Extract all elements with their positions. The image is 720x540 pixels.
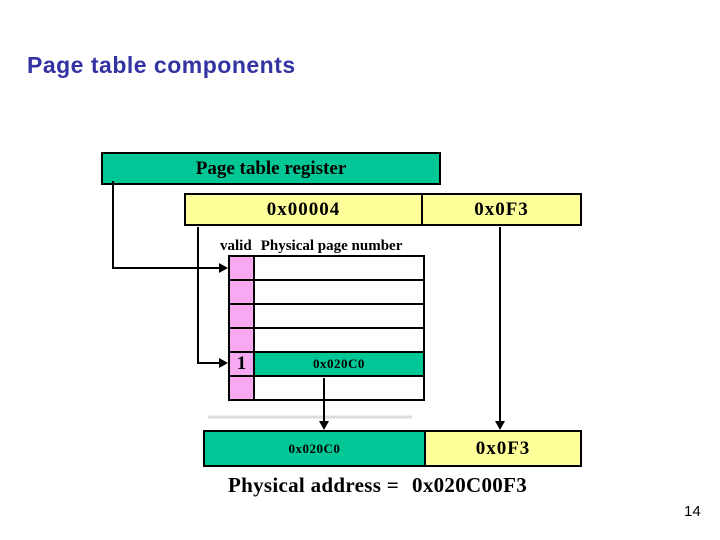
physical-address-boxes: 0x020C0 0x0F3	[203, 430, 582, 467]
valid-column-label: valid	[220, 238, 252, 254]
page-table-valid-cell-hit: 1	[229, 352, 254, 376]
virtual-offset-box: 0x0F3	[423, 195, 580, 224]
virtual-page-number-box: 0x00004	[186, 195, 423, 224]
page-table-valid-cell	[229, 304, 254, 328]
page-number: 14	[684, 503, 701, 520]
physical-frame-box: 0x020C0	[205, 432, 426, 465]
page-table-ppn-cell-hit: 0x020C0	[254, 352, 424, 376]
page-table-ppn-cell	[254, 304, 424, 328]
column-labels: valid Physical page number	[220, 238, 402, 255]
page-table-valid-cell	[229, 328, 254, 352]
page-table-ppn-cell	[254, 376, 424, 400]
physical-address-label: Physical address =	[228, 473, 400, 497]
page-table-ppn-cell	[254, 328, 424, 352]
slide-title: Page table components	[27, 52, 296, 78]
physical-address-value: 0x020C00F3	[412, 473, 528, 497]
virtual-address-boxes: 0x00004 0x0F3	[184, 193, 582, 226]
page-table-valid-cell	[229, 280, 254, 304]
page-table-valid-cell	[229, 256, 254, 280]
arrow-offset-to-offset	[495, 227, 505, 430]
page-table-valid-cell	[229, 376, 254, 400]
page-table-ppn-cell	[254, 256, 424, 280]
page-table-ppn-cell	[254, 280, 424, 304]
page-table-register-box: Page table register	[101, 152, 441, 185]
page-table-register-label: Page table register	[195, 157, 347, 179]
physical-offset-box: 0x0F3	[426, 432, 580, 465]
physical-address-result: Physical address = 0x020C00F3	[228, 473, 527, 498]
page-table: 1 0x020C0	[228, 255, 425, 401]
physical-page-number-column-label: Physical page number	[260, 238, 403, 254]
